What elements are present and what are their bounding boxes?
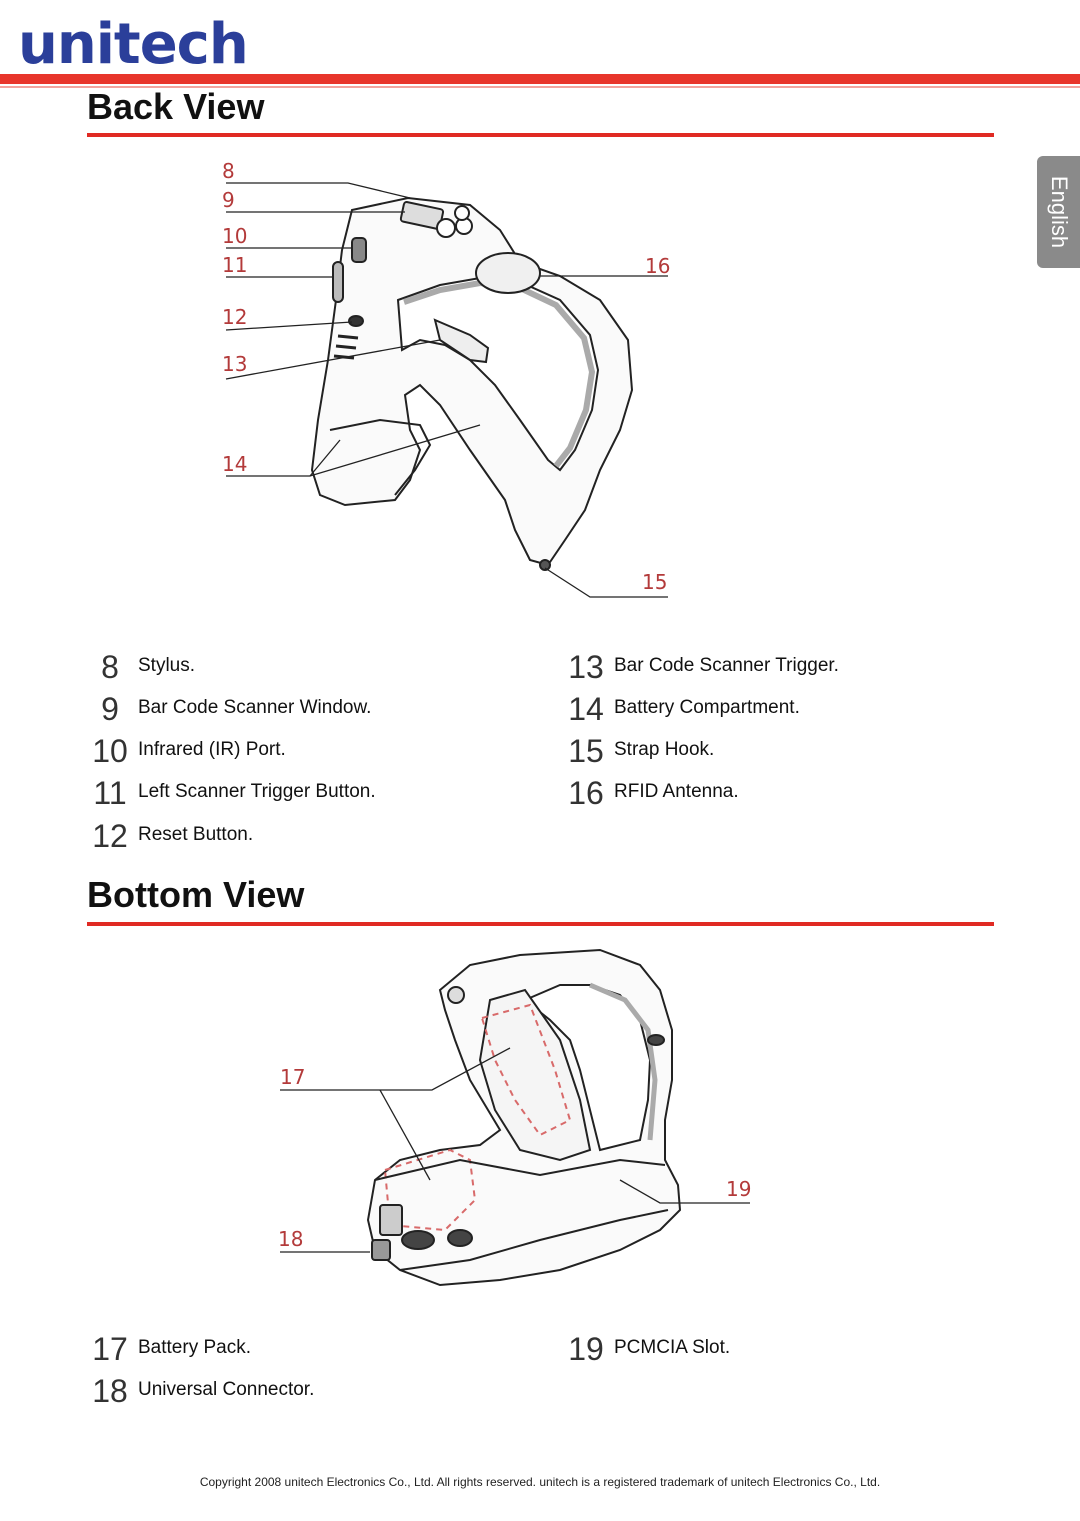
copyright-notice: Copyright 2008 unitech Electronics Co., … [199, 1475, 881, 1489]
legend-label: Infrared (IR) Port. [138, 739, 286, 760]
callout-13: 13 [222, 352, 247, 376]
callout-14: 14 [222, 452, 247, 476]
legend-label: PCMCIA Slot. [614, 1337, 731, 1358]
callout-12: 12 [222, 305, 247, 329]
callout-18: 18 [278, 1227, 303, 1251]
legend-number: 18 [92, 1373, 128, 1409]
legend-label: Battery Pack. [138, 1337, 251, 1358]
back-view-leader-lines [225, 182, 668, 598]
legend-number: 8 [101, 649, 119, 685]
bottom-view-callout-labels: 17 18 19 [278, 1065, 751, 1251]
callout-10: 10 [222, 224, 247, 248]
legend-label: Left Scanner Trigger Button. [138, 781, 376, 802]
legend-number: 13 [568, 649, 604, 685]
legend-label: Bar Code Scanner Trigger. [614, 655, 839, 676]
callout-9: 9 [222, 188, 235, 212]
language-tab[interactable]: English [1037, 156, 1080, 268]
legend-label: Reset Button. [138, 824, 254, 845]
callout-15: 15 [642, 570, 667, 594]
legend-label: Stylus. [138, 655, 196, 676]
bottom-view-leader-lines [280, 1047, 750, 1253]
legend-number: 10 [92, 733, 128, 769]
legend-number: 16 [568, 775, 604, 811]
header-thin-bar [0, 86, 1080, 88]
legend-number: 15 [568, 733, 604, 769]
legend-label: Bar Code Scanner Window. [138, 697, 372, 718]
legend-number: 12 [92, 818, 128, 854]
back-view-rule [87, 133, 994, 137]
back-view-title: Back View [87, 86, 265, 127]
callout-11: 11 [222, 253, 247, 277]
back-view-device-drawing [310, 196, 634, 571]
callout-8: 8 [222, 159, 235, 183]
header-red-bar [0, 74, 1080, 84]
legend-number: 9 [101, 691, 119, 727]
back-view-callout-labels: 8 9 10 11 12 13 14 15 16 [222, 159, 670, 594]
callout-17: 17 [280, 1065, 305, 1089]
bottom-view-device-drawing [366, 948, 682, 1287]
legend-label: RFID Antenna. [614, 781, 739, 802]
callout-16: 16 [645, 254, 670, 278]
legend-label: Battery Compartment. [614, 697, 800, 718]
legend-number: 19 [568, 1331, 604, 1367]
legend-number: 14 [568, 691, 604, 727]
bottom-view-rule [87, 922, 994, 926]
legend-label: Universal Connector. [138, 1379, 315, 1400]
bottom-view-title: Bottom View [87, 874, 305, 915]
legend-number: 11 [93, 775, 127, 811]
legend-number: 17 [92, 1331, 128, 1367]
legend-label: Strap Hook. [614, 739, 715, 760]
callout-19: 19 [726, 1177, 751, 1201]
unitech-logo: unitech [18, 12, 249, 77]
